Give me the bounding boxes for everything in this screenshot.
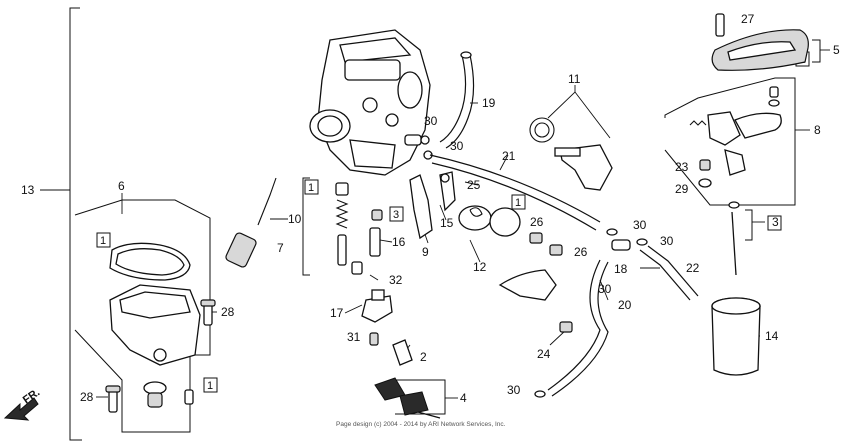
callout-14: 14 [765, 329, 779, 343]
boxed-callout-1-jet: 1 [308, 182, 314, 194]
choke-assembly [529, 117, 613, 191]
callout-31: 31 [347, 330, 361, 344]
float-chamber-parts [105, 242, 216, 413]
callout-22: 22 [686, 261, 700, 275]
callout-11: 11 [568, 72, 581, 86]
callout-26a: 26 [530, 215, 544, 229]
callout-12: 12 [473, 260, 487, 274]
center-small-parts [361, 135, 563, 419]
callout-15: 15 [440, 216, 454, 230]
callout-28b: 28 [80, 390, 94, 404]
boxed-callout-1-gasket: 1 [100, 235, 106, 247]
front-direction-arrow: FR. [3, 386, 42, 421]
callout-27: 27 [741, 12, 755, 26]
callout-30c: 30 [633, 218, 647, 232]
boxed-callout-1-diaphragm: 1 [515, 197, 521, 209]
leader-lines [40, 7, 830, 441]
callout-9: 9 [422, 245, 429, 259]
callout-10: 10 [288, 212, 302, 226]
callout-28a: 28 [221, 305, 235, 319]
front-arrow-label: FR. [21, 386, 42, 406]
callout-30b: 30 [450, 139, 464, 153]
callout-2: 2 [420, 350, 427, 364]
carburetor-body [309, 29, 431, 176]
callout-30a: 30 [424, 114, 438, 128]
callout-labels: 13 6 10 7 9 15 16 32 17 31 2 4 19 30 30 … [21, 12, 840, 405]
callout-5: 5 [833, 43, 840, 57]
callout-20: 20 [618, 298, 632, 312]
callout-13: 13 [21, 183, 35, 197]
callout-18: 18 [614, 262, 628, 276]
piston-sleeve [711, 297, 761, 376]
callout-24: 24 [537, 347, 551, 361]
callout-21: 21 [502, 149, 516, 163]
cable-bracket [498, 269, 573, 333]
callout-16: 16 [392, 235, 406, 249]
callout-7: 7 [277, 241, 284, 255]
linkage-parts [689, 86, 782, 188]
callout-19: 19 [482, 96, 496, 110]
callout-30f: 30 [507, 383, 521, 397]
callout-3-right: 3 [772, 215, 779, 229]
throttle-stop-screw [225, 177, 277, 268]
top-cover-parts [711, 13, 809, 71]
callout-6: 6 [118, 179, 125, 193]
callout-30e: 30 [598, 282, 612, 296]
boxed-callout-3-left: 3 [393, 209, 399, 221]
callout-25: 25 [467, 178, 481, 192]
callout-26b: 26 [574, 245, 588, 259]
jet-needle-right [728, 201, 740, 276]
callout-8: 8 [814, 123, 821, 137]
hoses [429, 51, 699, 398]
copyright-notice: Page design (c) 2004 - 2014 by ARI Netwo… [336, 421, 506, 428]
callout-30d: 30 [660, 234, 674, 248]
callout-4: 4 [460, 391, 467, 405]
jet-needle-parts [335, 182, 363, 275]
boxed-callout-1-drain: 1 [207, 380, 213, 392]
callout-17: 17 [330, 306, 344, 320]
callout-32: 32 [389, 273, 403, 287]
callout-23: 23 [675, 160, 689, 174]
callout-29: 29 [675, 182, 689, 196]
